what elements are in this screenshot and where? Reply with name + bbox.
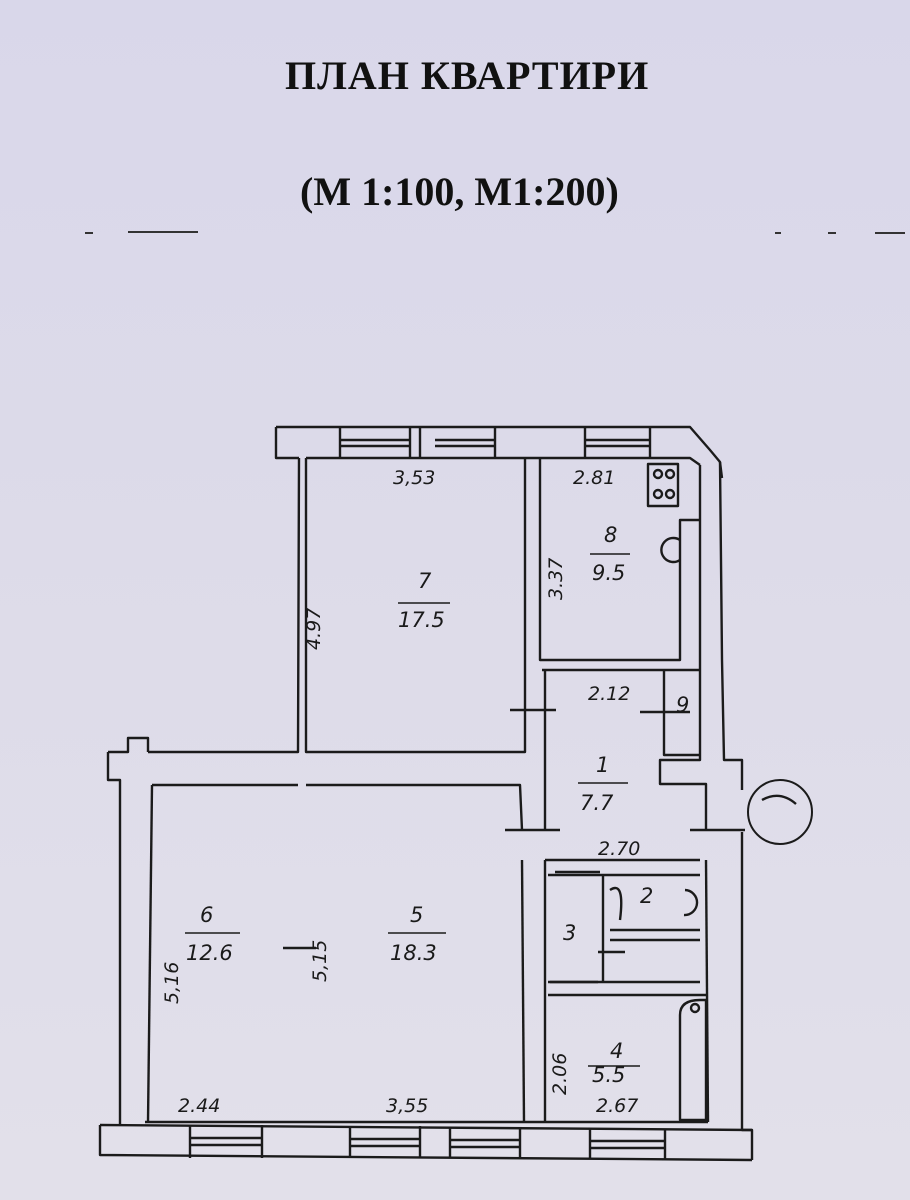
room-area: 18.3 <box>390 941 437 965</box>
room-number: 6 <box>200 903 213 927</box>
room-labels: 7 17.5 8 9.5 1 7.7 9 6 12.6 5 18.3 2 3 4… <box>185 523 689 1087</box>
divider-line <box>828 232 836 234</box>
dimension-label: 2.12 <box>588 683 630 705</box>
scale-subtitle: (М 1:100, М1:200) <box>300 169 619 214</box>
walls <box>98 425 813 1162</box>
dimension-label: 3.37 <box>545 558 567 600</box>
dimension-label: 2.67 <box>596 1095 638 1117</box>
page-title: ПЛАН КВАРТИРИ <box>285 53 650 98</box>
room-number: 5 <box>410 903 423 927</box>
room-number: 7 <box>418 569 432 593</box>
divider-line <box>128 231 198 233</box>
dimension-label: 2.44 <box>178 1095 220 1117</box>
room-number: 8 <box>604 523 617 547</box>
dimension-label: 2.70 <box>598 838 640 860</box>
room-number: 9 <box>676 693 689 717</box>
room-number: 3 <box>563 921 576 945</box>
room-area: 5.5 <box>592 1063 625 1087</box>
dimension-label: 2.06 <box>549 1053 571 1095</box>
room-number: 1 <box>596 753 609 777</box>
dimension-label: 5,16 <box>161 962 183 1004</box>
room-area: 17.5 <box>398 608 445 632</box>
divider-line <box>85 232 93 234</box>
divider-line <box>775 232 781 234</box>
dimension-label: 5,15 <box>309 940 331 982</box>
room-number: 4 <box>610 1039 623 1063</box>
room-area: 7.7 <box>580 791 614 815</box>
dimension-label: 3,53 <box>393 467 435 489</box>
divider-line <box>875 232 905 234</box>
room-number: 2 <box>640 884 653 908</box>
dimension-label: 3,55 <box>386 1095 428 1117</box>
room-area: 12.6 <box>186 941 233 965</box>
dimension-label: 4.97 <box>303 608 325 650</box>
dimension-labels: 3,53 4.97 2.81 3.37 2.12 2.70 5,16 2.44 … <box>161 467 640 1117</box>
dimension-label: 2.81 <box>573 467 615 489</box>
room-area: 9.5 <box>592 561 625 585</box>
